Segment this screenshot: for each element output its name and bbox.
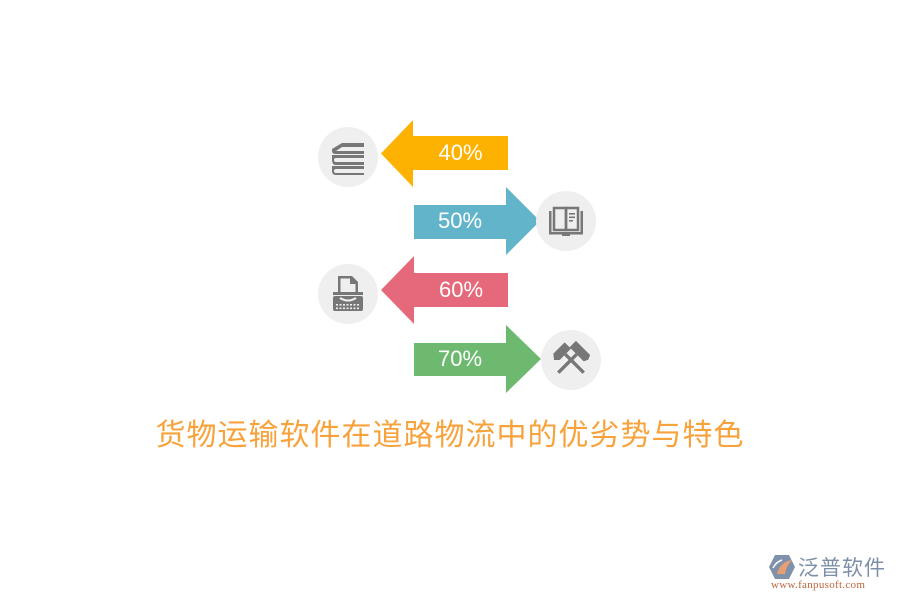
arrow-40-percent: 40% — [381, 120, 509, 187]
hammers-icon — [553, 340, 591, 374]
diagram-title: 货物运输软件在道路物流中的优劣势与特色 — [155, 418, 745, 453]
arrow-70-percent: 70% — [414, 325, 542, 393]
open-book-icon — [549, 206, 583, 236]
arrow-right-shape — [414, 187, 540, 255]
arrow-left-shape — [381, 256, 508, 324]
fanpu-logo-icon — [769, 555, 795, 579]
arrow-50-percent: 50% — [414, 187, 542, 255]
books-icon — [332, 143, 364, 175]
percent-label: 50% — [437, 208, 483, 233]
percent-label: 60% — [438, 277, 484, 302]
open-book-icon-circle — [536, 191, 596, 251]
arrow-right-shape — [414, 325, 541, 393]
fanpu-logo: 泛普软件 www.fanpusoft.com — [768, 552, 896, 592]
logo-brand-text: 泛普软件 — [798, 556, 886, 580]
hammers-icon-circle — [541, 330, 601, 390]
typewriter-icon — [333, 276, 363, 311]
arrow-left-shape — [381, 120, 508, 187]
percent-label: 40% — [438, 140, 483, 165]
arrow-60-percent: 60% — [381, 256, 509, 324]
books-icon-circle — [318, 127, 378, 187]
percent-label: 70% — [437, 346, 483, 371]
logo-url-text: www.fanpusoft.com — [771, 579, 866, 591]
typewriter-icon-circle — [318, 264, 378, 324]
